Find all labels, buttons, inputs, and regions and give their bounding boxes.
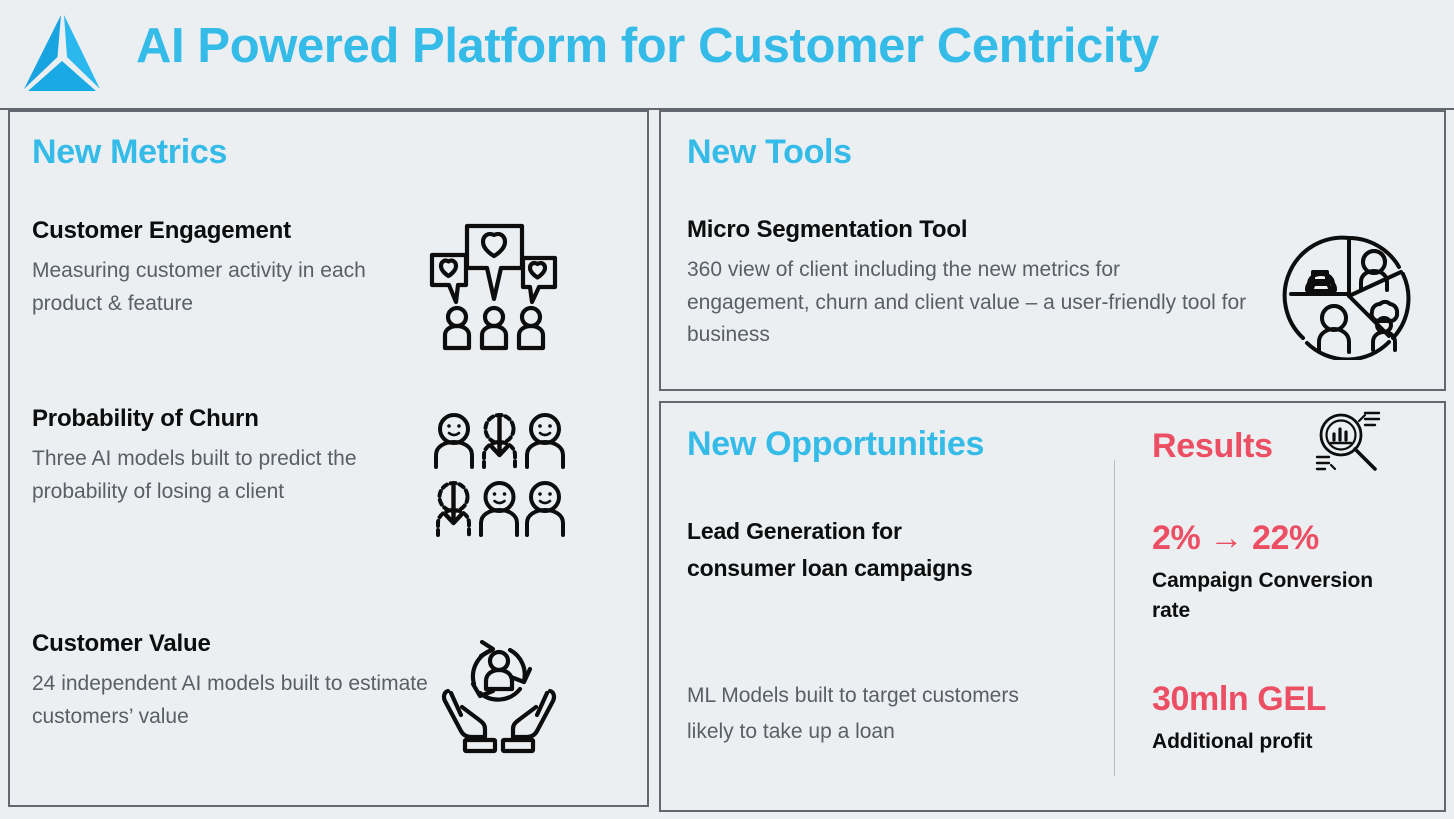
panel-new-tools: New Tools Micro Segmentation Tool 360 vi… (659, 110, 1446, 391)
result-item: 30mln GEL Additional profit (1152, 680, 1392, 757)
tool-title: Micro Segmentation Tool (687, 216, 968, 243)
metric-title: Probability of Churn (32, 405, 259, 432)
result-item: 2% → 22% Campaign Conversion rate (1152, 519, 1382, 626)
opportunity-title: Lead Generation for consumer loan campai… (687, 518, 973, 581)
panel-new-opportunities: New Opportunities Lead Generation for co… (659, 401, 1446, 812)
magnifier-bar-chart-icon (1313, 409, 1385, 482)
people-grid-churn-arrows-icon (432, 409, 567, 544)
result-label: Campaign Conversion rate (1152, 569, 1373, 622)
result-value: 30mln GEL (1152, 680, 1327, 718)
metric-description: Measuring customer activity in each prod… (32, 259, 366, 315)
result-value: 2% → 22% (1152, 519, 1319, 557)
segmented-pie-people-icon (1279, 232, 1419, 365)
panel-heading-new-metrics: New Metrics (32, 133, 228, 171)
metric-description: Three AI models built to predict the pro… (32, 447, 357, 503)
metric-description: 24 independent AI models built to estima… (32, 672, 428, 728)
result-label: Additional profit (1152, 730, 1313, 753)
panel-new-metrics: New Metrics Customer Engagement Measurin… (8, 110, 649, 807)
tool-description: 360 view of client including the new met… (687, 258, 1247, 347)
results-divider (1114, 460, 1115, 776)
metric-title: Customer Value (32, 630, 211, 657)
metric-title: Customer Engagement (32, 217, 291, 244)
page-title: AI Powered Platform for Customer Centric… (136, 19, 1159, 73)
hands-holding-customer-cycle-icon (432, 636, 567, 761)
tool-micro-segmentation: Micro Segmentation Tool 360 view of clie… (687, 216, 1247, 352)
panel-heading-new-tools: New Tools (687, 133, 852, 171)
metric-probability-of-churn: Probability of Churn Three AI models bui… (32, 405, 632, 544)
metric-customer-engagement: Customer Engagement Measuring customer a… (32, 217, 632, 357)
results-heading: Results (1152, 427, 1273, 465)
speech-bubbles-hearts-people-icon (427, 217, 562, 357)
header-divider (0, 108, 1454, 110)
opportunity-description: ML Models built to target customers like… (687, 684, 1019, 744)
tbc-triangle-logo (16, 13, 108, 93)
panel-heading-new-opportunities: New Opportunities (687, 425, 985, 463)
slide-header: AI Powered Platform for Customer Centric… (0, 0, 1454, 110)
metric-customer-value: Customer Value 24 independent AI models … (32, 630, 632, 761)
